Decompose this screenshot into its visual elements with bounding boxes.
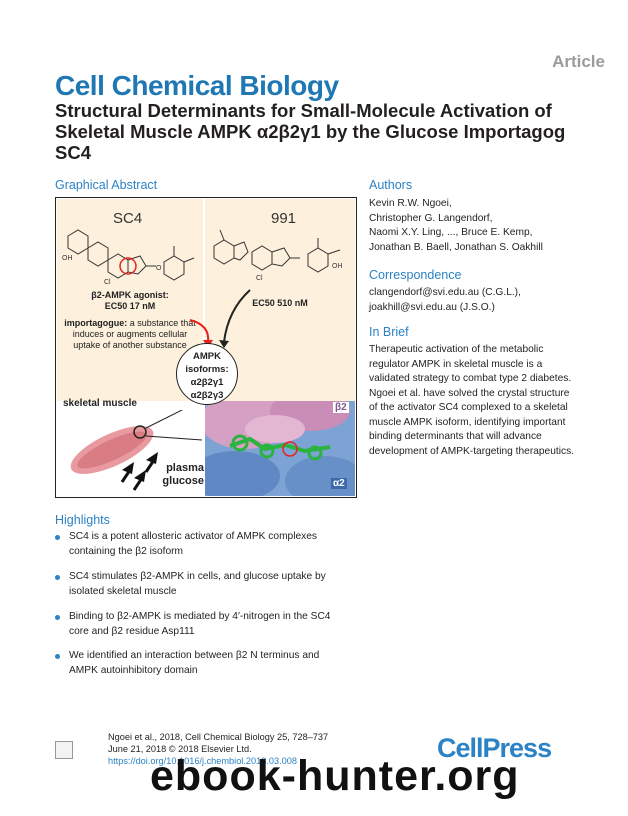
crystal-structure-panel: [205, 401, 355, 496]
authors-list: Kevin R.W. Ngoei, Christopher G. Langend…: [369, 198, 543, 253]
beta2-label: β2: [333, 402, 349, 413]
citation: Ngoei et al., 2018, Cell Chemical Biolog…: [108, 732, 329, 766]
in-brief-heading: In Brief: [369, 325, 409, 339]
watermark-text: ebook-hunter.org: [150, 752, 520, 800]
doi-link[interactable]: https://doi.org/10.1016/j.chembiol.2018.…: [108, 756, 297, 766]
correspondence-emails[interactable]: clangendorf@svi.edu.au (C.G.L.), joakhil…: [369, 287, 521, 313]
muscle-illustration: [70, 410, 202, 491]
paper-title: Structural Determinants for Small-Molecu…: [55, 100, 566, 163]
alpha2-label: α2: [331, 478, 347, 489]
cl-label: Cl: [104, 279, 111, 286]
o-label: O: [156, 265, 162, 272]
plasma-glucose-label: plasma glucose: [162, 462, 204, 487]
bullet-icon: [55, 575, 60, 580]
agonist-label: β2-AMPK agonist: EC50 17 nM: [91, 290, 169, 311]
oh-label-991: OH: [332, 263, 343, 270]
bullet-icon: [55, 535, 60, 540]
journal-title: Cell Chemical Biology: [55, 70, 339, 101]
graphical-abstract-frame: [55, 197, 357, 498]
oh-label: OH: [62, 255, 73, 262]
crossmark-icon[interactable]: [55, 741, 73, 759]
sc4-label: SC4: [113, 210, 143, 227]
ampk-isoforms-bubble: AMPK isoforms: α2β2γ1 α2β2γ3: [176, 343, 238, 405]
article-type-label: Article: [552, 52, 605, 71]
highlight-item: We identified an interaction between β2 …: [55, 649, 345, 679]
bullet-icon: [55, 615, 60, 620]
c991-structure-image: Cl OH: [213, 229, 343, 282]
highlight-item: SC4 is a potent allosteric activator of …: [55, 530, 345, 560]
c991-ec50-label: EC50 510 nM: [252, 298, 308, 308]
skeletal-muscle-label: skeletal muscle: [63, 398, 137, 409]
in-brief-text: Therapeutic activation of the metabolic …: [369, 344, 574, 457]
highlight-item: SC4 stimulates β2-AMPK in cells, and glu…: [55, 570, 345, 600]
bullet-icon: [55, 654, 60, 659]
c991-label: 991: [271, 210, 297, 227]
highlight-item: Binding to β2-AMPK is mediated by 4′-nit…: [55, 610, 345, 640]
sc4-structure-image: OH Cl O: [62, 229, 195, 286]
authors-heading: Authors: [369, 178, 413, 192]
highlights-heading: Highlights: [55, 513, 110, 527]
activation-arrows: [189, 289, 251, 348]
correspondence-heading: Correspondence: [369, 268, 462, 282]
graphical-abstract-heading: Graphical Abstract: [55, 178, 158, 192]
cellpress-logo: CellPress: [437, 733, 552, 763]
cl-label-991: Cl: [256, 275, 263, 282]
importagogue-definition: importagogue: a substance that induces o…: [64, 318, 196, 350]
